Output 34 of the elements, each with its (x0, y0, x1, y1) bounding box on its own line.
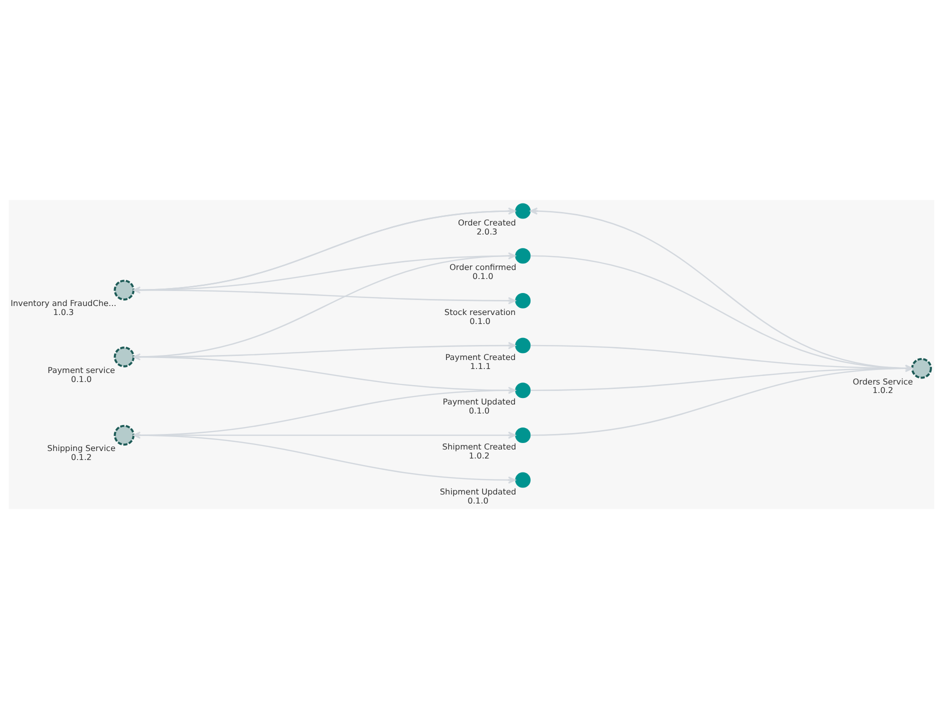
node-label: 1.0.3 (53, 306, 74, 317)
node-circle (114, 424, 135, 446)
node-label: 0.1.0 (468, 406, 490, 416)
node-circle (114, 280, 135, 300)
node-circle (515, 472, 531, 488)
node-circle (515, 338, 531, 354)
arrow (134, 289, 516, 304)
node-label: Payment Updated (442, 396, 516, 407)
node-label: 1.0.2 (872, 385, 894, 396)
node-circle (515, 427, 531, 443)
node-label: 0.1.2 (71, 452, 92, 462)
node-label: 0.1.0 (470, 316, 490, 326)
node-circle (515, 203, 531, 219)
node-label: 1.0.2 (468, 450, 490, 460)
node-label: Order confirmed (450, 262, 516, 272)
node-label: Payment Created (445, 352, 516, 362)
node-label: Shipment Created (442, 441, 516, 452)
node-label: 0.1.0 (71, 374, 92, 384)
node-label: Orders Service (852, 376, 913, 386)
node-circle (515, 292, 531, 308)
node-label: Inventory and FraudChe... (10, 298, 116, 308)
node-circle (114, 346, 135, 368)
node-label: Shipment Updated (440, 486, 516, 496)
node-label: Stock reservation (444, 306, 516, 317)
node-label: Payment service (48, 364, 116, 375)
node-label: 0.1.0 (468, 495, 488, 506)
node-label: Shipping Service (47, 443, 116, 454)
node-label: Order Created (458, 217, 516, 228)
node-circle (911, 358, 932, 379)
node-circle (515, 248, 531, 264)
node-label: 0.1.0 (472, 271, 494, 282)
node-circle (515, 382, 531, 398)
node-label: 2.0.3 (476, 226, 498, 236)
node-label: 1.1.1 (470, 360, 491, 371)
